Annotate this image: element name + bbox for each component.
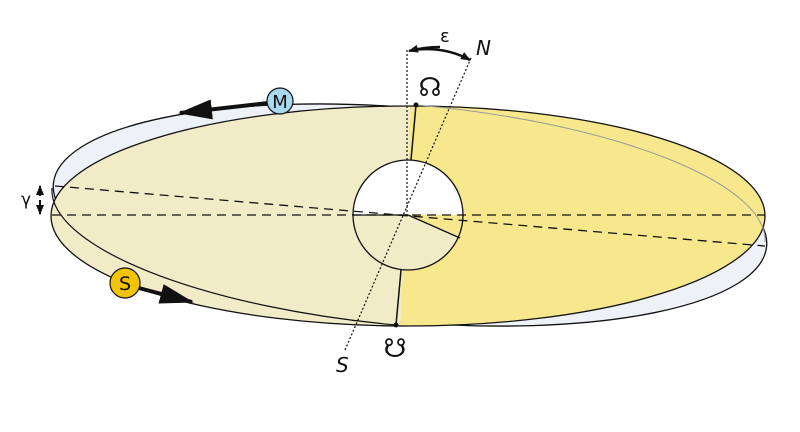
south-label: S <box>336 353 349 377</box>
moon-direction-arrow <box>178 99 269 120</box>
ascending-node-label: ☊ <box>418 73 441 103</box>
moon-label: M <box>272 92 288 113</box>
north-label: N <box>476 36 491 60</box>
ascending-node-point <box>413 102 419 108</box>
earth-axis <box>344 57 472 351</box>
moon-orbit-front <box>51 187 397 326</box>
sun-label: S <box>119 273 131 295</box>
moon-icon <box>266 87 294 115</box>
obliquity-arrow <box>411 47 471 62</box>
sun-direction-arrow <box>134 284 194 304</box>
inclination-label: γ <box>21 190 31 210</box>
obliquity-label: ε <box>440 26 450 47</box>
orbit-dashed-line <box>54 185 766 247</box>
descending-node-label: ☋ <box>383 334 406 364</box>
descending-node-point <box>393 322 399 328</box>
sun-icon <box>109 267 141 299</box>
